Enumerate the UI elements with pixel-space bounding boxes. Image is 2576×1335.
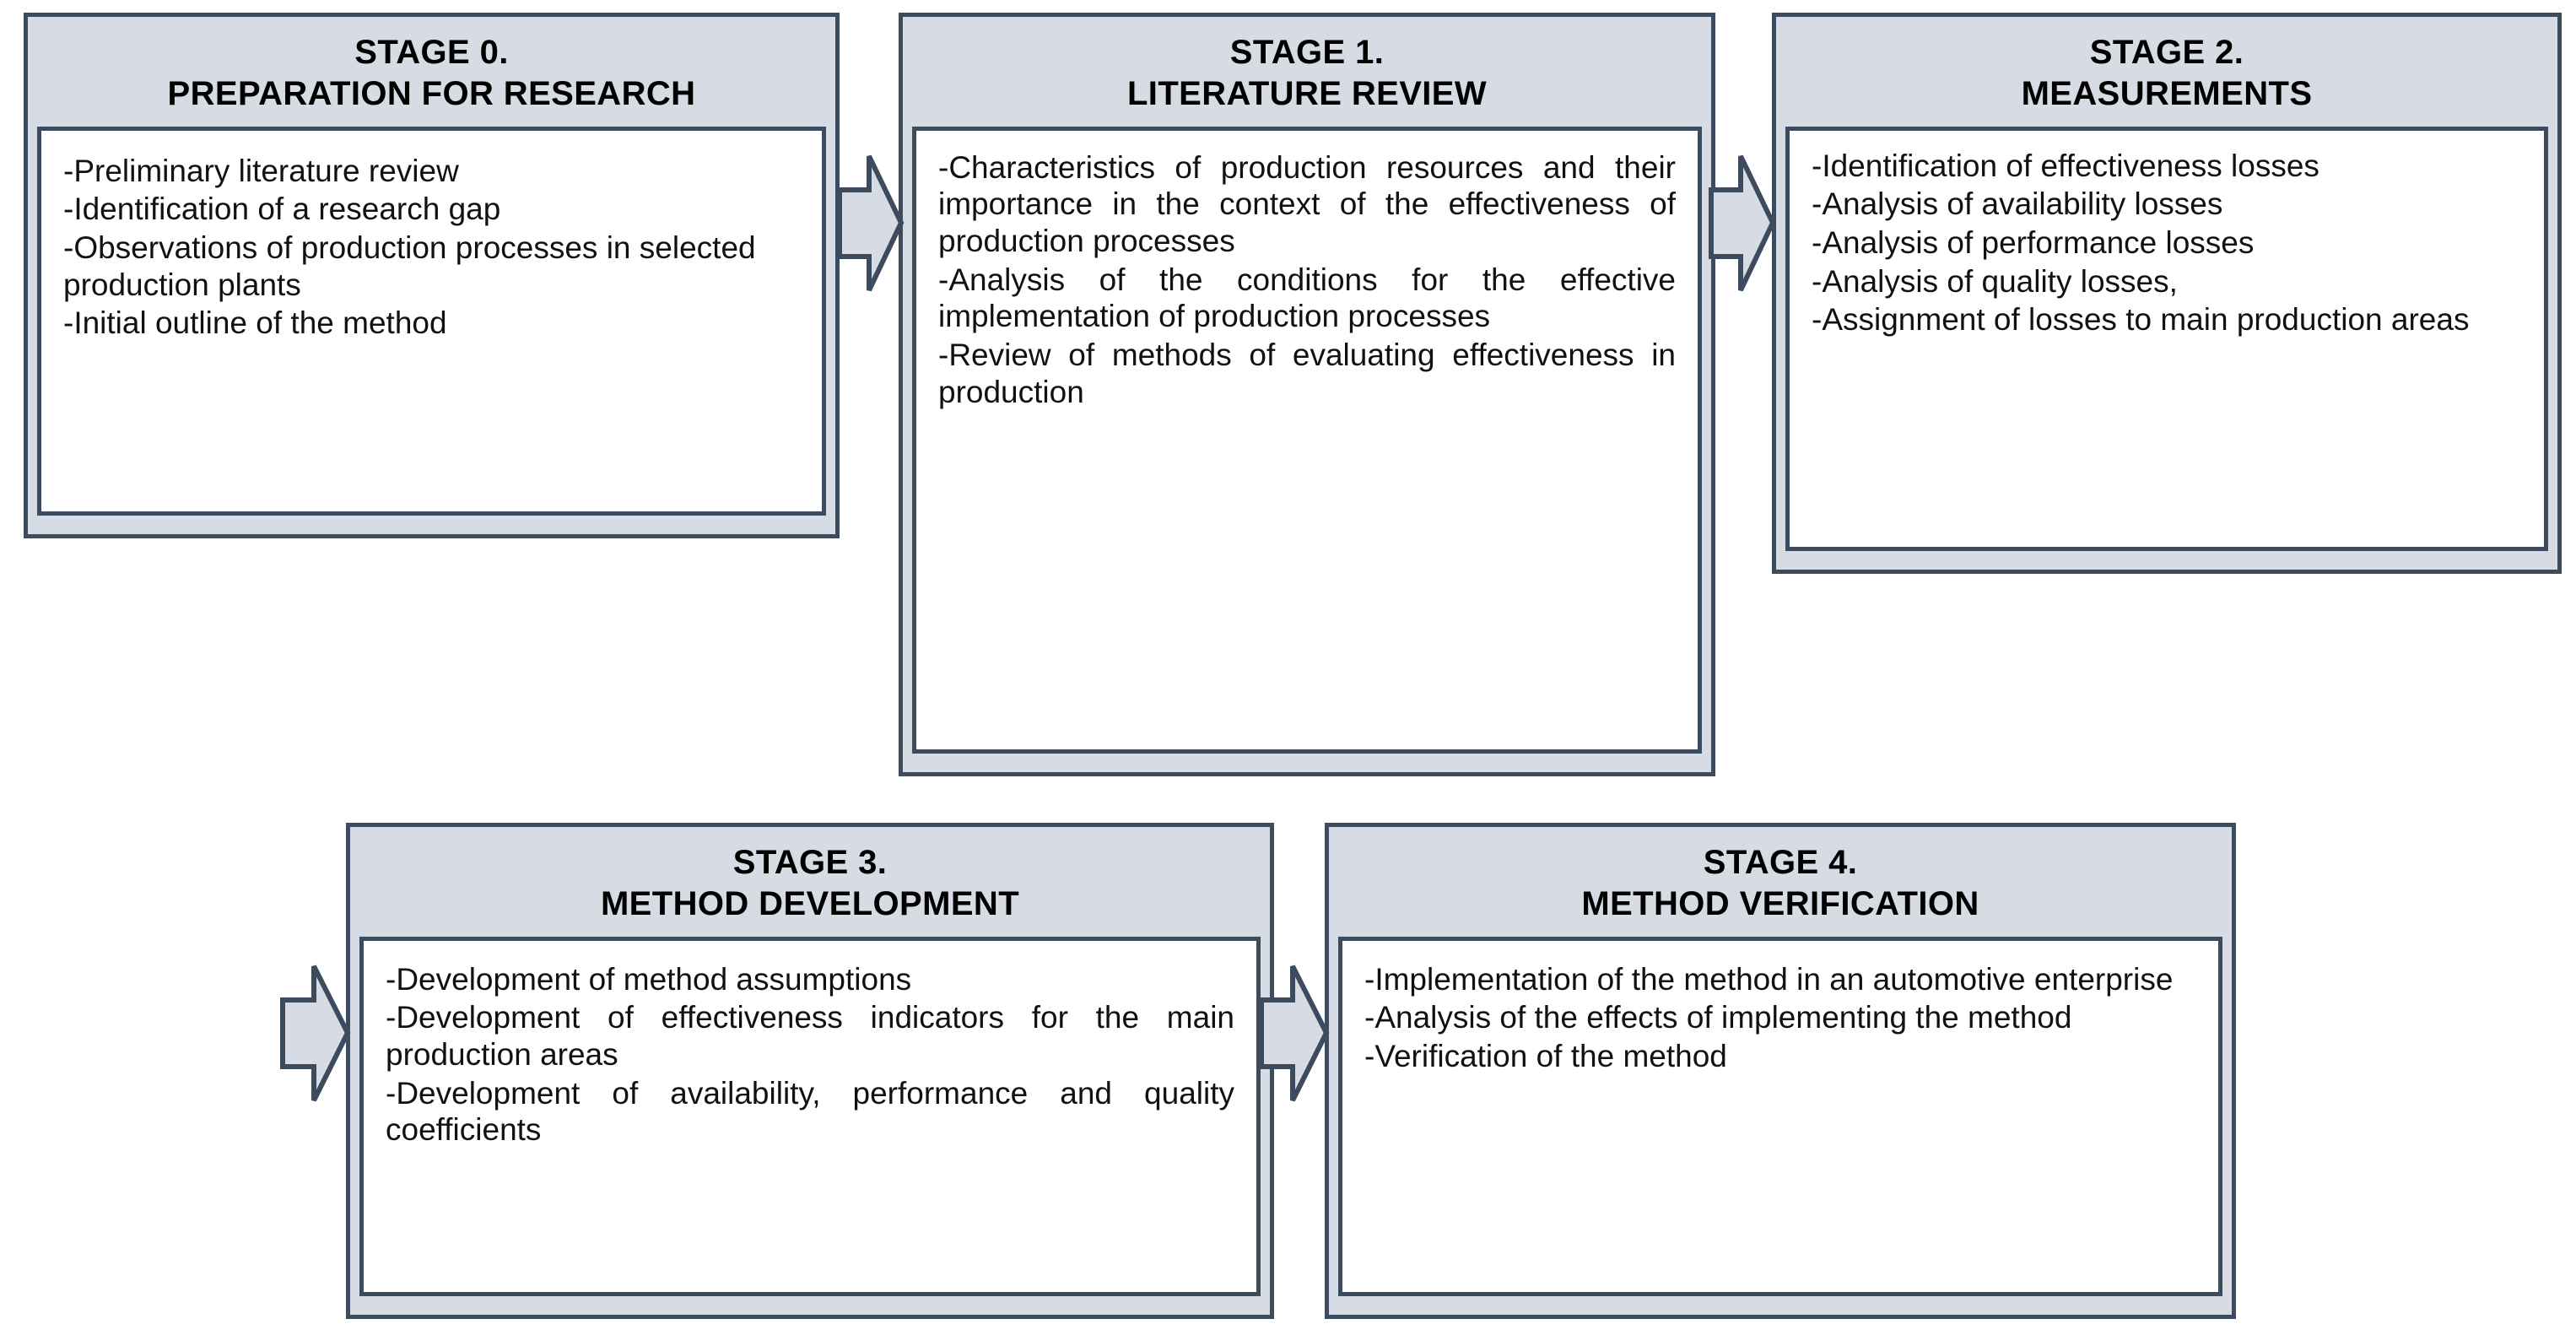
list-item: -Development of effectiveness indicators… <box>386 1000 1234 1072</box>
right-arrow-icon <box>1259 965 1330 1102</box>
list-item: -Characteristics of production resources… <box>938 149 1676 258</box>
stage-title-line2: METHOD DEVELOPMENT <box>600 884 1020 922</box>
list-item: -Analysis of quality losses, <box>1812 263 2178 299</box>
list-item: -Development of availability, performanc… <box>386 1075 1234 1148</box>
stage-item-list-stage-2: -Identification of effectiveness losses … <box>1812 148 2522 338</box>
list-item: -Identification of effectiveness losses <box>1812 148 2319 183</box>
right-arrow-icon <box>837 154 905 292</box>
stage-title-line2: METHOD VERIFICATION <box>1581 884 1979 922</box>
stage-title-line1: STAGE 0. <box>354 34 509 71</box>
arrow-stage1-to-stage2 <box>1709 154 1776 293</box>
list-item: -Analysis of the effects of implementing… <box>1364 1000 2072 1035</box>
list-item: -Review of methods of evaluating effecti… <box>938 337 1676 409</box>
stage-card-stage-2[interactable]: STAGE 2. MEASUREMENTS -Identification of… <box>1772 13 2562 574</box>
stage-title-stage-3: STAGE 3. METHOD DEVELOPMENT <box>350 827 1270 937</box>
stage-body-stage-1: -Characteristics of production resources… <box>912 126 1702 754</box>
list-item: -Observations of production processes in… <box>63 230 756 302</box>
stage-item-list-stage-0: -Preliminary literature review -Identifi… <box>63 153 800 342</box>
stage-title-stage-4: STAGE 4. METHOD VERIFICATION <box>1329 827 2232 937</box>
stage-title-line1: STAGE 3. <box>732 844 888 881</box>
stage-card-stage-1[interactable]: STAGE 1. LITERATURE REVIEW -Characterist… <box>899 13 1715 776</box>
list-item: -Analysis of availability losses <box>1812 186 2223 222</box>
stage-item-list-stage-4: -Implementation of the method in an auto… <box>1364 961 2196 1075</box>
stage-body-stage-0: -Preliminary literature review -Identifi… <box>37 126 826 516</box>
stage-title-line2: MEASUREMENTS <box>2021 74 2313 112</box>
stage-title-line1: STAGE 4. <box>1703 844 1858 881</box>
list-item: -Analysis of performance losses <box>1812 224 2255 260</box>
stage-title-stage-2: STAGE 2. MEASUREMENTS <box>1776 17 2557 127</box>
right-arrow-icon <box>280 965 351 1102</box>
list-item: -Implementation of the method in an auto… <box>1364 961 2174 997</box>
list-item: -Identification of a research gap <box>63 192 501 227</box>
stage-item-list-stage-1: -Characteristics of production resources… <box>938 149 1676 411</box>
list-item: -Preliminary literature review <box>63 153 459 188</box>
stage-title-stage-0: STAGE 0. PREPARATION FOR RESEARCH <box>28 17 835 127</box>
stage-title-stage-1: STAGE 1. LITERATURE REVIEW <box>903 17 1711 127</box>
list-item: -Assignment of losses to main production… <box>1812 302 2470 338</box>
stage-title-line2: LITERATURE REVIEW <box>1126 74 1488 112</box>
right-arrow-icon <box>1709 154 1776 292</box>
stage-body-stage-4: -Implementation of the method in an auto… <box>1338 936 2222 1296</box>
stage-body-stage-2: -Identification of effectiveness losses … <box>1785 126 2548 551</box>
stage-card-stage-3[interactable]: STAGE 3. METHOD DEVELOPMENT -Development… <box>346 823 1274 1319</box>
stage-title-line1: STAGE 2. <box>2089 34 2244 71</box>
stage-card-stage-0[interactable]: STAGE 0. PREPARATION FOR RESEARCH -Preli… <box>24 13 840 538</box>
arrow-stage0-to-stage1 <box>837 154 905 293</box>
arrow-stage3-to-stage4 <box>1259 964 1330 1103</box>
stage-body-stage-3: -Development of method assumptions -Deve… <box>359 936 1261 1296</box>
stage-title-line1: STAGE 1. <box>1229 34 1385 71</box>
stage-item-list-stage-3: -Development of method assumptions -Deve… <box>386 961 1234 1149</box>
stage-title-line2: PREPARATION FOR RESEARCH <box>167 74 696 112</box>
list-item: -Development of method assumptions <box>386 961 912 997</box>
stage-card-stage-4[interactable]: STAGE 4. METHOD VERIFICATION -Implementa… <box>1325 823 2236 1319</box>
list-item: -Initial outline of the method <box>63 305 447 341</box>
arrow-stage2-to-stage3 <box>280 964 351 1103</box>
list-item: -Verification of the method <box>1364 1038 1727 1073</box>
list-item: -Analysis of the conditions for the effe… <box>938 262 1676 334</box>
